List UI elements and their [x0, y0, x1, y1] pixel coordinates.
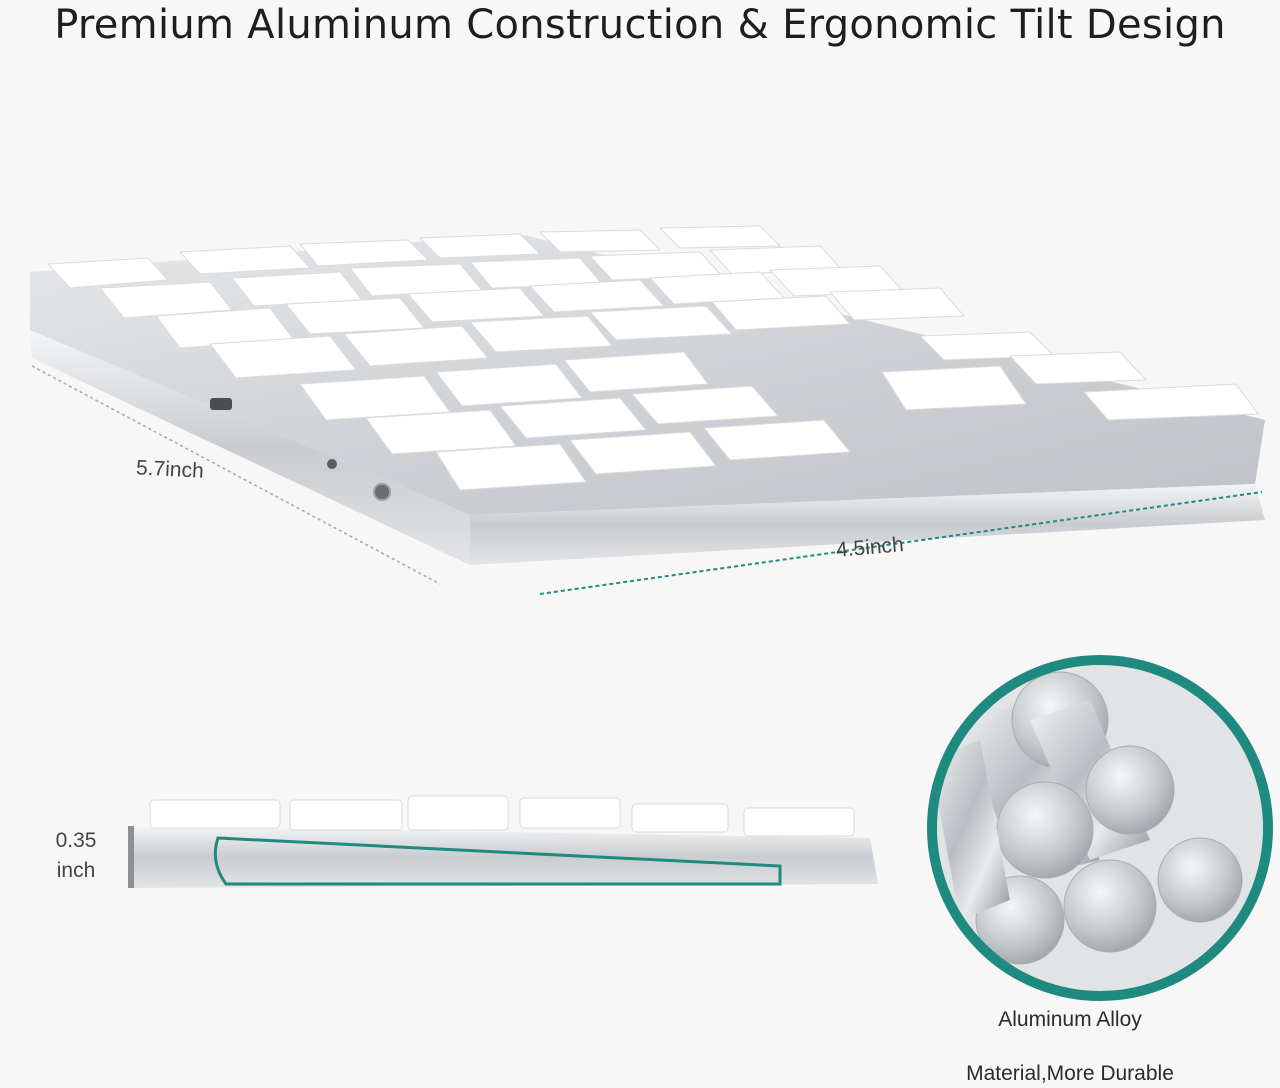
page-title: Premium Aluminum Construction & Ergonomi… [54, 2, 1226, 48]
material-caption-line2: Material,More Durable [966, 1062, 1174, 1085]
indicator-led-icon [327, 459, 337, 469]
keyboard-side-view [128, 795, 878, 888]
height-unit: inch [56, 859, 96, 882]
height-value: 0.35 [55, 829, 97, 852]
keyboard-top-view [30, 225, 1265, 595]
power-switch-icon [373, 483, 391, 501]
aluminum-rods-image [927, 655, 1273, 1001]
depth-dimension-label: 5.7inch [135, 456, 205, 483]
material-caption-line1: Aluminum Alloy [998, 1008, 1142, 1031]
height-dimension-label: 0.35 inch [48, 826, 104, 886]
micro-usb-port-icon [210, 398, 232, 410]
